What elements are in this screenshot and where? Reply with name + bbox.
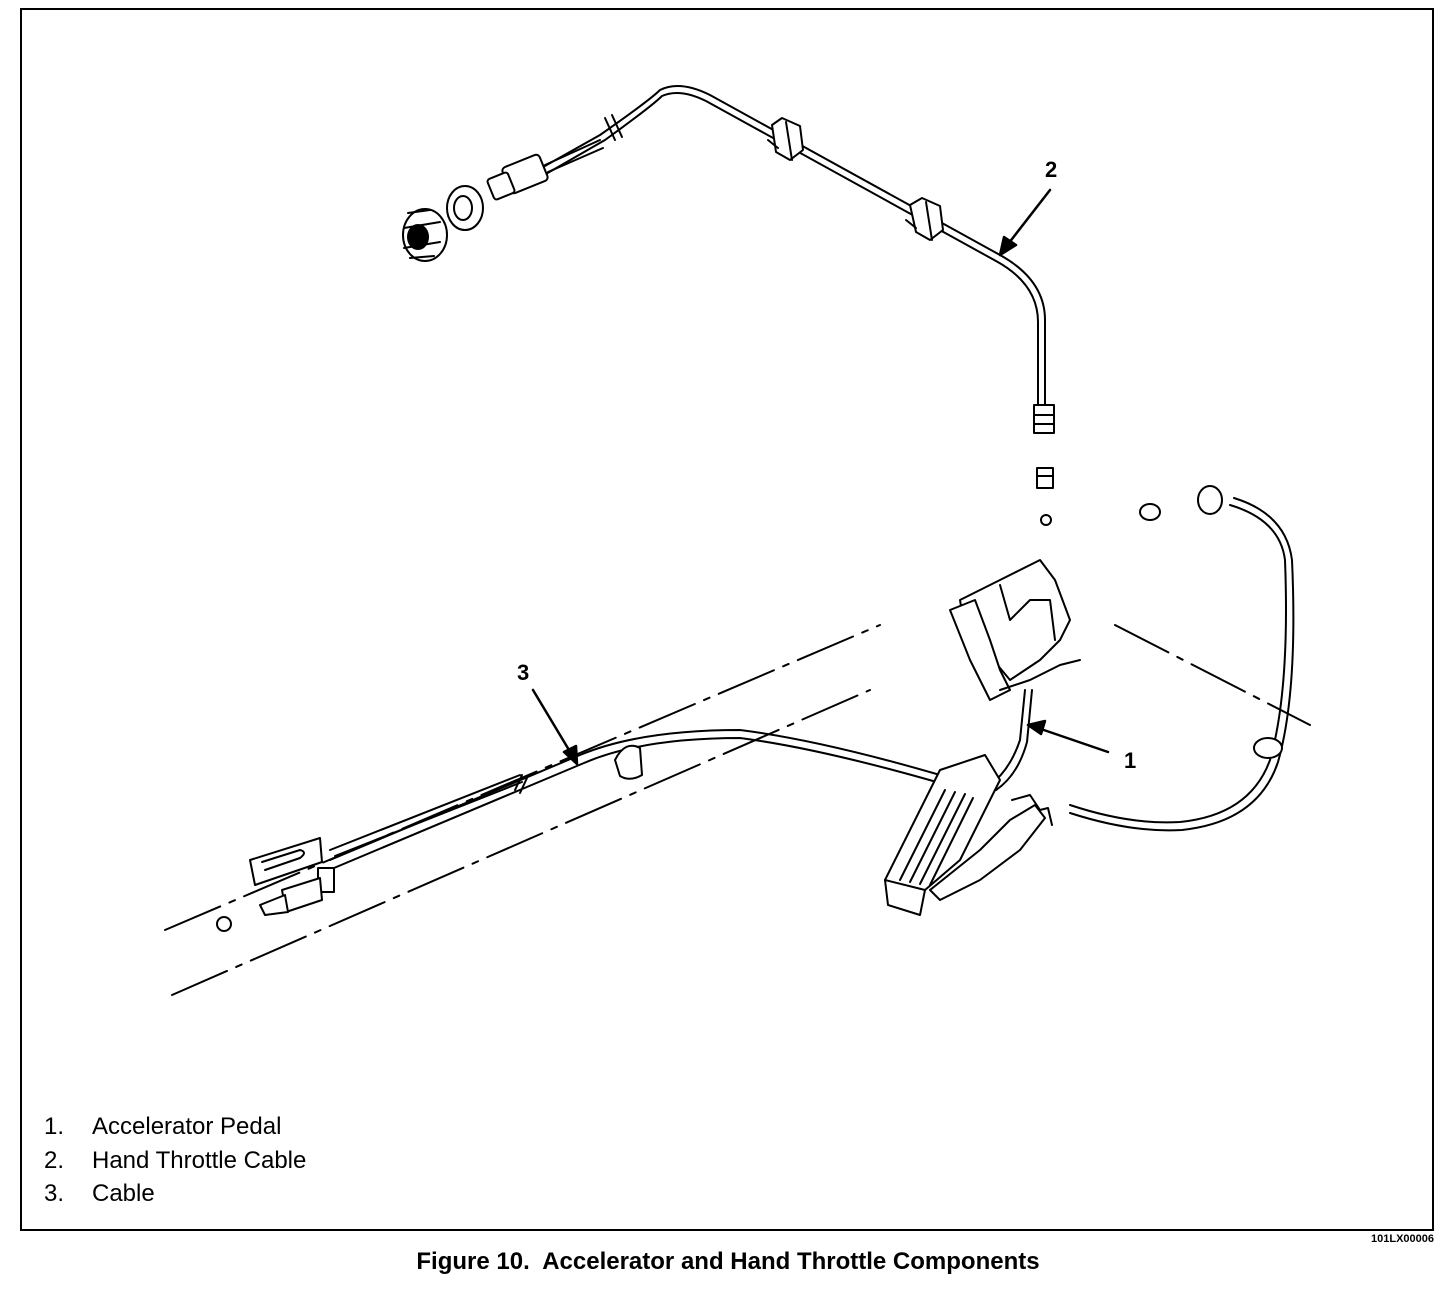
parts-legend: 1. Accelerator Pedal 2. Hand Throttle Ca…: [44, 1110, 306, 1211]
hand-throttle-knob: [402, 139, 604, 262]
floor-reference-lines: [164, 624, 1311, 996]
legend-number: 2.: [44, 1146, 65, 1174]
accelerator-pedal: [884, 559, 1081, 916]
hand-throttle-cable: [519, 85, 1055, 526]
legend-item: 2. Hand Throttle Cable: [44, 1144, 306, 1178]
callout-labels: 2 1 3: [517, 157, 1136, 773]
callout-1: 1: [1124, 748, 1136, 773]
legend-item: 1. Accelerator Pedal: [44, 1110, 306, 1144]
legend-label: Hand Throttle Cable: [92, 1146, 307, 1174]
figure-caption: Figure 10. Accelerator and Hand Throttle…: [416, 1248, 1040, 1275]
legend-number: 3.: [44, 1180, 65, 1207]
accelerator-cable: [216, 485, 1295, 932]
callout-arrows: [531, 188, 1110, 766]
legend-label: Cable: [92, 1180, 155, 1207]
figure-frame: [20, 8, 1434, 1231]
drawing-code: 101LX00006: [1371, 1233, 1434, 1245]
legend-number: 1.: [44, 1113, 65, 1140]
legend-item: 3. Cable: [44, 1177, 306, 1211]
callout-3: 3: [517, 660, 529, 685]
legend-label: Accelerator Pedal: [92, 1113, 282, 1140]
callout-2: 2: [1045, 157, 1057, 182]
